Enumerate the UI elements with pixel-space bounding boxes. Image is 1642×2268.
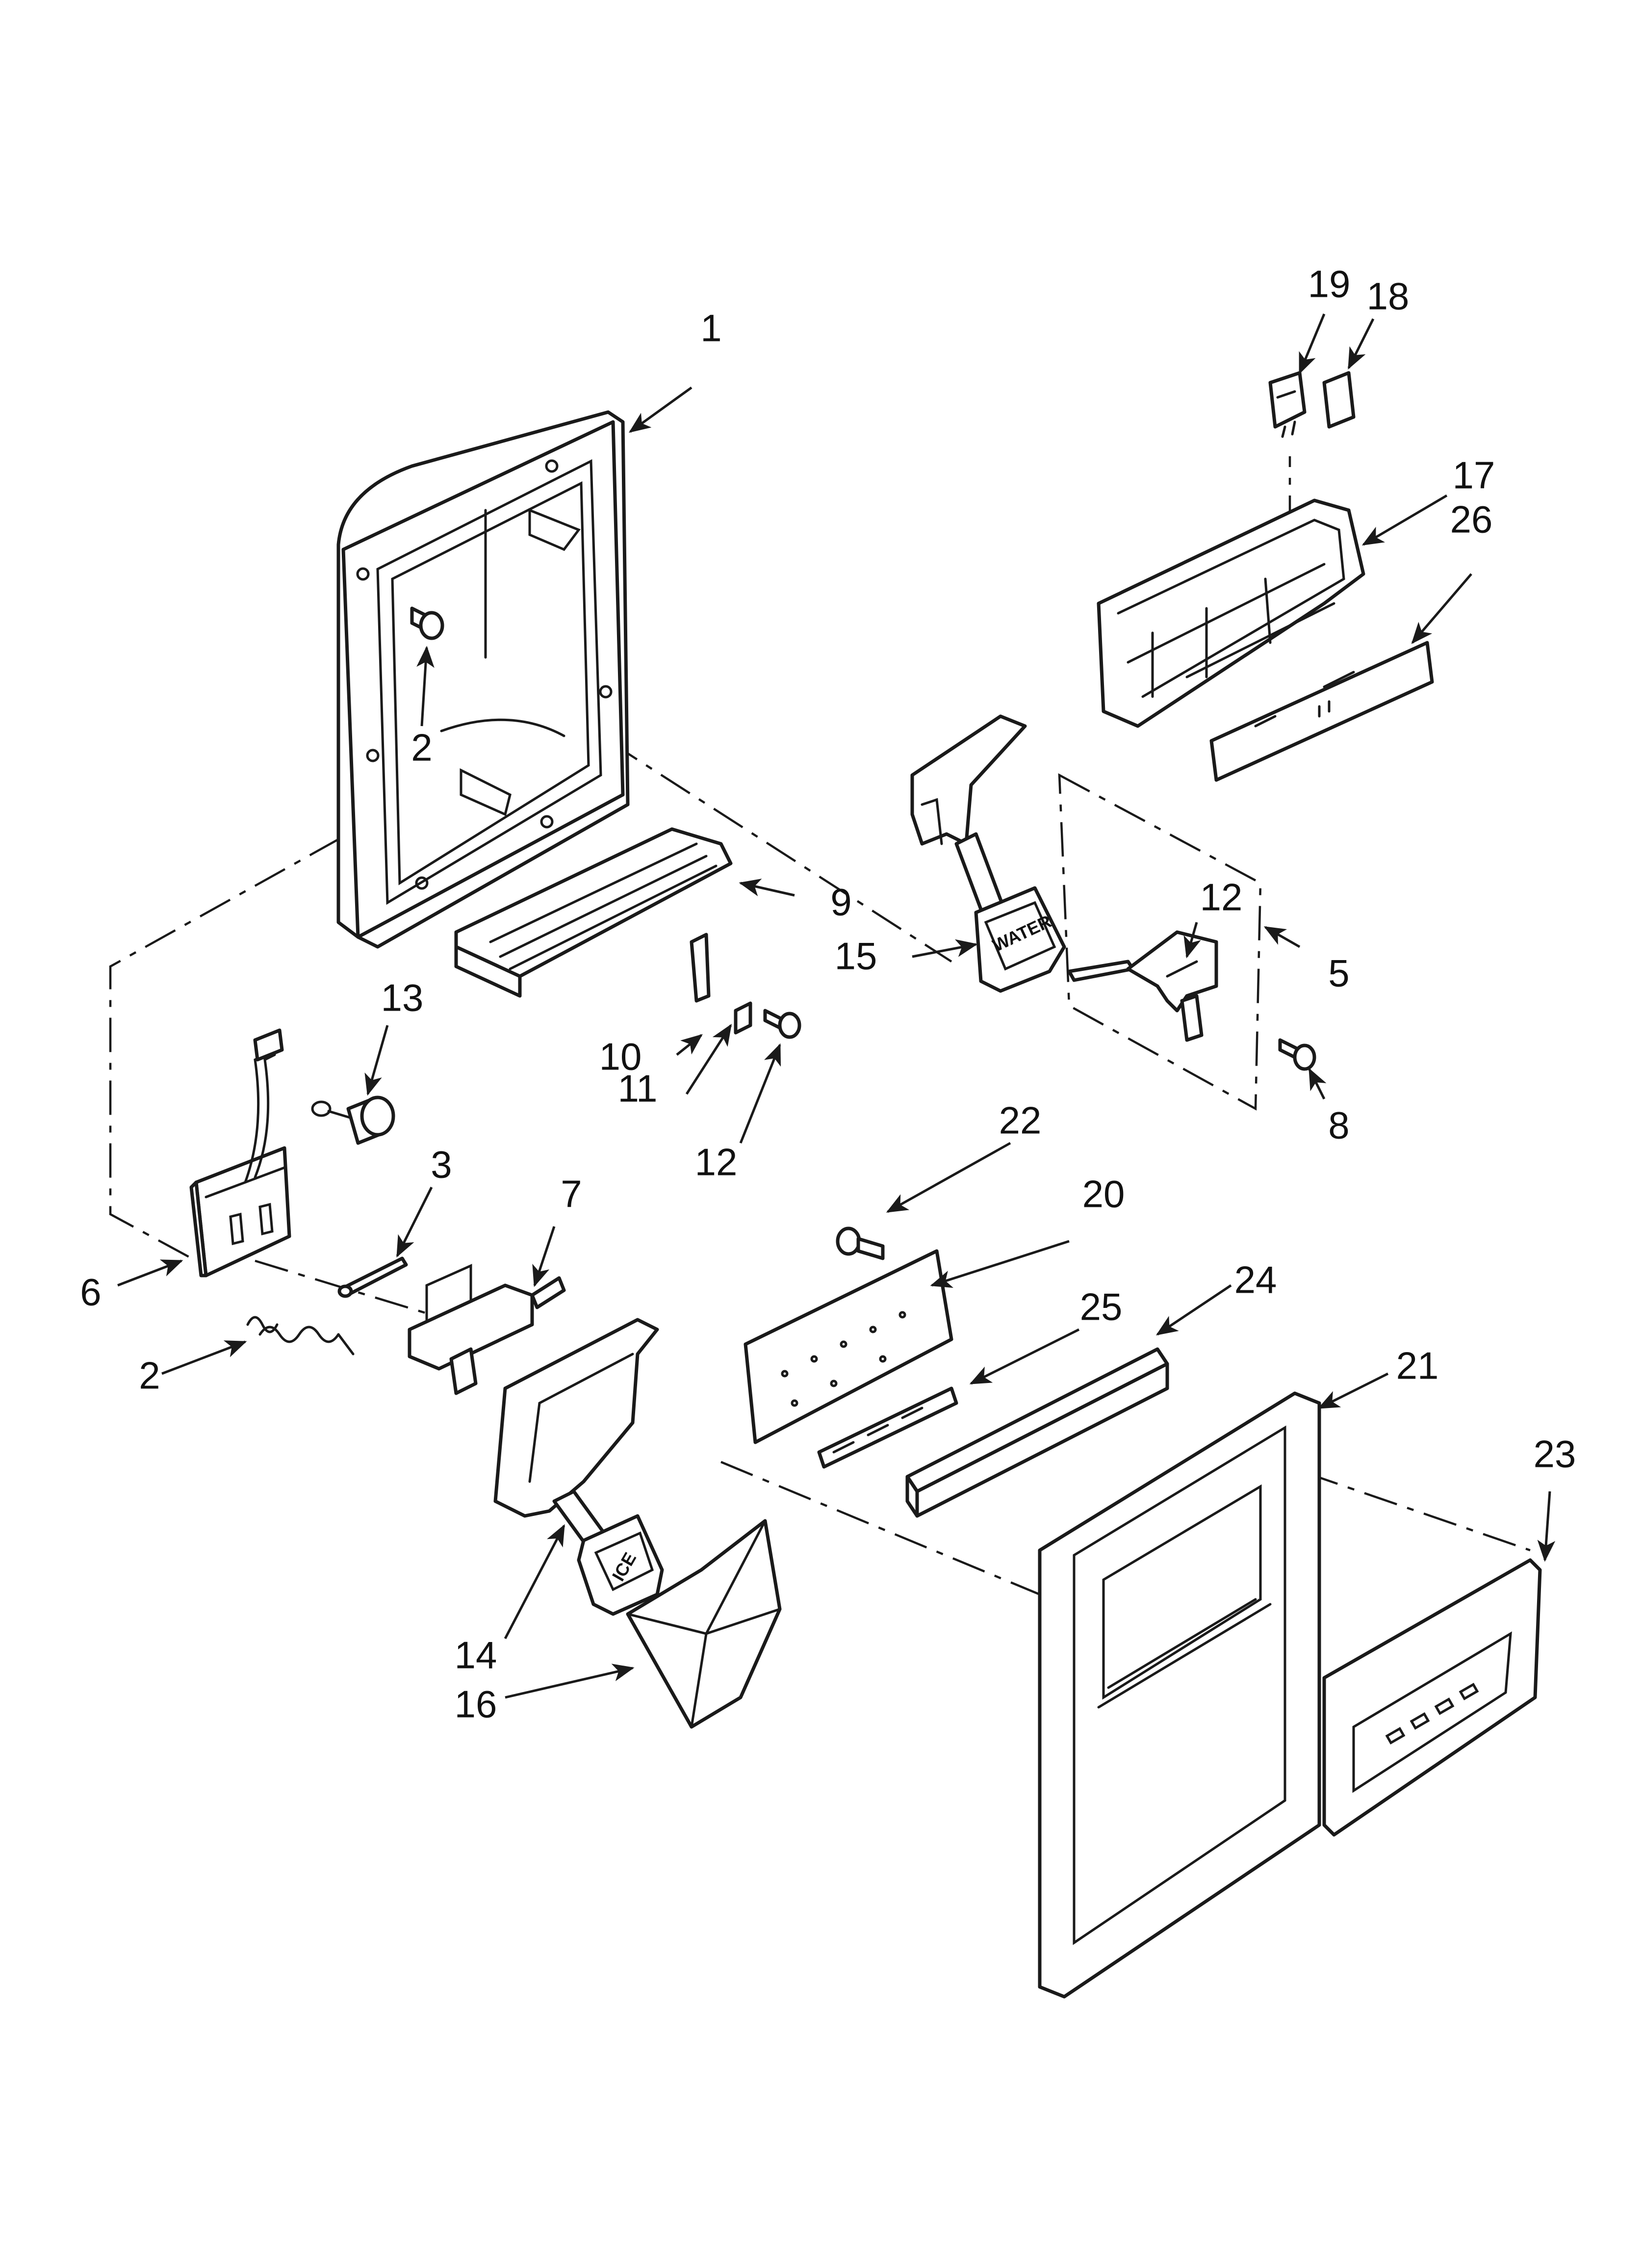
small-hardware-10-11-12 <box>690 933 801 1039</box>
callout-18: 18 <box>1367 275 1410 318</box>
callout-20: 20 <box>1082 1173 1125 1216</box>
callout-22: 22 <box>999 1099 1042 1142</box>
link-part-7 <box>408 1264 566 1395</box>
callout-12-center: 12 <box>695 1141 738 1184</box>
callout-24: 24 <box>1234 1258 1277 1302</box>
callout-5: 5 <box>1328 952 1349 995</box>
screw-part-8 <box>1278 1038 1316 1071</box>
callout-11: 11 <box>618 1067 658 1110</box>
ice-chute-part-16 <box>626 1519 782 1729</box>
callout-9: 9 <box>830 881 851 924</box>
trim-strip-part-24 <box>905 1347 1169 1518</box>
ice-paddle-part-14: ICE <box>493 1318 664 1616</box>
callout-6: 6 <box>80 1271 101 1314</box>
solenoid-part-6 <box>189 1028 291 1277</box>
button-strip-part-25 <box>817 1386 958 1469</box>
callout-7: 7 <box>561 1173 582 1216</box>
callout-19: 19 <box>1308 262 1351 306</box>
callout-25: 25 <box>1080 1285 1123 1329</box>
lever-part-12 <box>1067 930 1218 1042</box>
dispenser-housing <box>336 410 630 949</box>
spring-part-2-bottom <box>246 1316 355 1356</box>
callout-8: 8 <box>1328 1104 1349 1147</box>
callout-17: 17 <box>1453 454 1495 497</box>
circuit-board-part-26 <box>1209 641 1434 782</box>
control-board-part-20 <box>744 1249 953 1444</box>
callout-numbers: 1 2 2 3 5 6 7 8 9 10 11 12 12 12 13 14 1… <box>80 262 1576 1726</box>
damper-part-13 <box>311 1095 395 1145</box>
callout-13: 13 <box>381 976 424 1019</box>
callout-14: 14 <box>455 1634 497 1677</box>
screw-part-2-top <box>410 606 444 640</box>
callout-21: 21 <box>1396 1344 1439 1387</box>
water-paddle-part-15: WATER <box>910 714 1066 993</box>
callout-10: 10 <box>599 1035 642 1078</box>
insulator-part-18 <box>1322 371 1356 429</box>
dispenser-frame-part-21 <box>1038 1391 1321 1999</box>
drip-tray-part-9 <box>454 827 733 998</box>
callout-12-right: 12 <box>1200 876 1243 919</box>
control-housing-part-17 <box>1097 498 1365 728</box>
pin-part-3 <box>337 1256 408 1298</box>
callout-23: 23 <box>1534 1433 1576 1476</box>
switch-part-19 <box>1268 371 1307 438</box>
callout-16: 16 <box>455 1683 497 1726</box>
callout-2-bottom: 2 <box>139 1354 160 1397</box>
screw-part-22 <box>836 1226 885 1260</box>
callout-26: 26 <box>1450 498 1493 541</box>
control-panel-cover-part-23 <box>1322 1558 1542 1837</box>
callout-2-top: 2 <box>411 726 432 769</box>
leader-arrows <box>117 313 1556 1699</box>
callout-3: 3 <box>431 1143 452 1186</box>
callout-15: 15 <box>835 935 877 978</box>
callout-1: 1 <box>700 307 721 350</box>
